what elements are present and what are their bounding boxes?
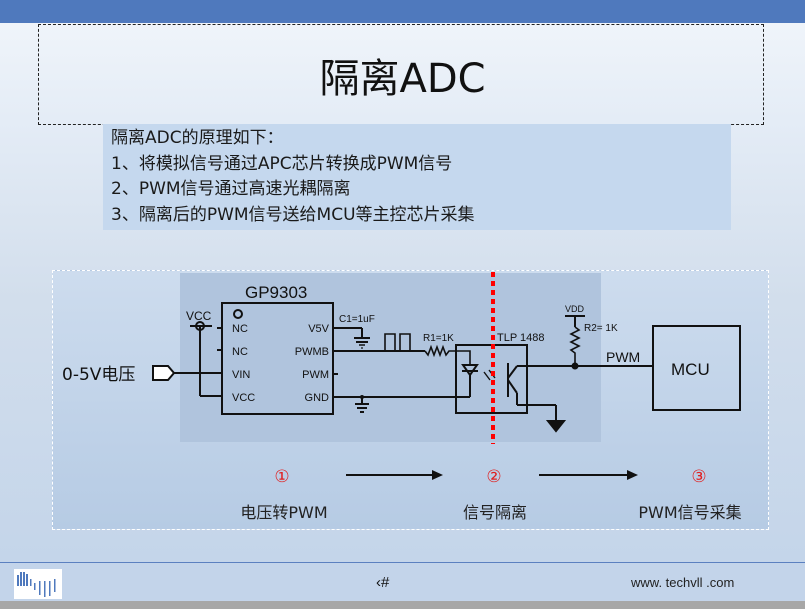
pin-vin: VIN bbox=[232, 369, 250, 381]
mcu-label: MCU bbox=[671, 360, 710, 379]
gnd-symbol-icon bbox=[355, 397, 369, 413]
stage-1-label: 电压转PWM bbox=[240, 503, 327, 522]
r2-label: R2= 1K bbox=[584, 323, 618, 334]
flow-arrowhead-1 bbox=[432, 470, 443, 480]
pin-v5v: V5V bbox=[308, 323, 329, 335]
ground-arrow-icon bbox=[545, 420, 567, 433]
pin-nc-1: NC bbox=[232, 323, 248, 335]
slide-title: 隔离ADC bbox=[319, 56, 486, 102]
pwm-waveform-icon bbox=[380, 333, 414, 352]
vdd-label: VDD bbox=[565, 304, 585, 314]
principle-step-3: 3、隔离后的PWM信号送给MCU等主控芯片采集 bbox=[111, 204, 475, 225]
r2-resistor-icon bbox=[569, 326, 581, 366]
pin-vcc: VCC bbox=[232, 392, 255, 404]
r1-resistor-icon bbox=[424, 344, 471, 365]
footer bbox=[0, 563, 805, 601]
input-voltage-label: 0-5V电压 bbox=[62, 365, 135, 385]
vcc-label: VCC bbox=[186, 309, 212, 323]
footer-divider bbox=[0, 562, 805, 563]
pwm-signal-label: PWM bbox=[606, 349, 640, 365]
chip-notch-icon bbox=[233, 309, 243, 319]
capacitor-label: C1=1uF bbox=[339, 314, 375, 325]
pin-gnd: GND bbox=[305, 392, 330, 404]
gp9303-chip-body bbox=[221, 302, 334, 415]
company-logo-icon bbox=[14, 569, 62, 599]
slide-top-bar bbox=[0, 0, 805, 23]
principle-step-1: 1、将模拟信号通过APC芯片转换成PWM信号 bbox=[111, 153, 453, 174]
chip-name: GP9303 bbox=[245, 283, 307, 302]
stage-2-number: ② bbox=[486, 467, 501, 487]
mcu-block bbox=[652, 325, 741, 411]
footer-bottom-strip bbox=[0, 601, 805, 609]
pin-pwmb: PWMB bbox=[295, 346, 329, 358]
principle-step-2: 2、PWM信号通过高速光耦隔离 bbox=[111, 179, 351, 199]
principle-textbox: 隔离ADC的原理如下： 1、将模拟信号通过APC芯片转换成PWM信号 2、PWM… bbox=[103, 124, 731, 230]
pin-pwm: PWM bbox=[302, 369, 329, 381]
website-url: www. techvll .com bbox=[631, 575, 735, 590]
pin-nc-2: NC bbox=[232, 346, 248, 358]
principle-heading: 隔离ADC的原理如下： bbox=[111, 128, 284, 148]
input-connector-icon bbox=[152, 365, 176, 381]
page-number: ‹# bbox=[376, 574, 390, 591]
stage-3-label: PWM信号采集 bbox=[638, 503, 741, 522]
optocoupler-label: TLP 1488 bbox=[497, 332, 545, 344]
capacitor-c1-icon bbox=[354, 337, 370, 349]
flow-arrowhead-2 bbox=[627, 470, 638, 480]
stage-2-label: 信号隔离 bbox=[463, 503, 527, 522]
stage-3-number: ③ bbox=[691, 467, 706, 487]
r1-label: R1=1K bbox=[423, 333, 454, 344]
stage-1-number: ① bbox=[274, 467, 289, 487]
